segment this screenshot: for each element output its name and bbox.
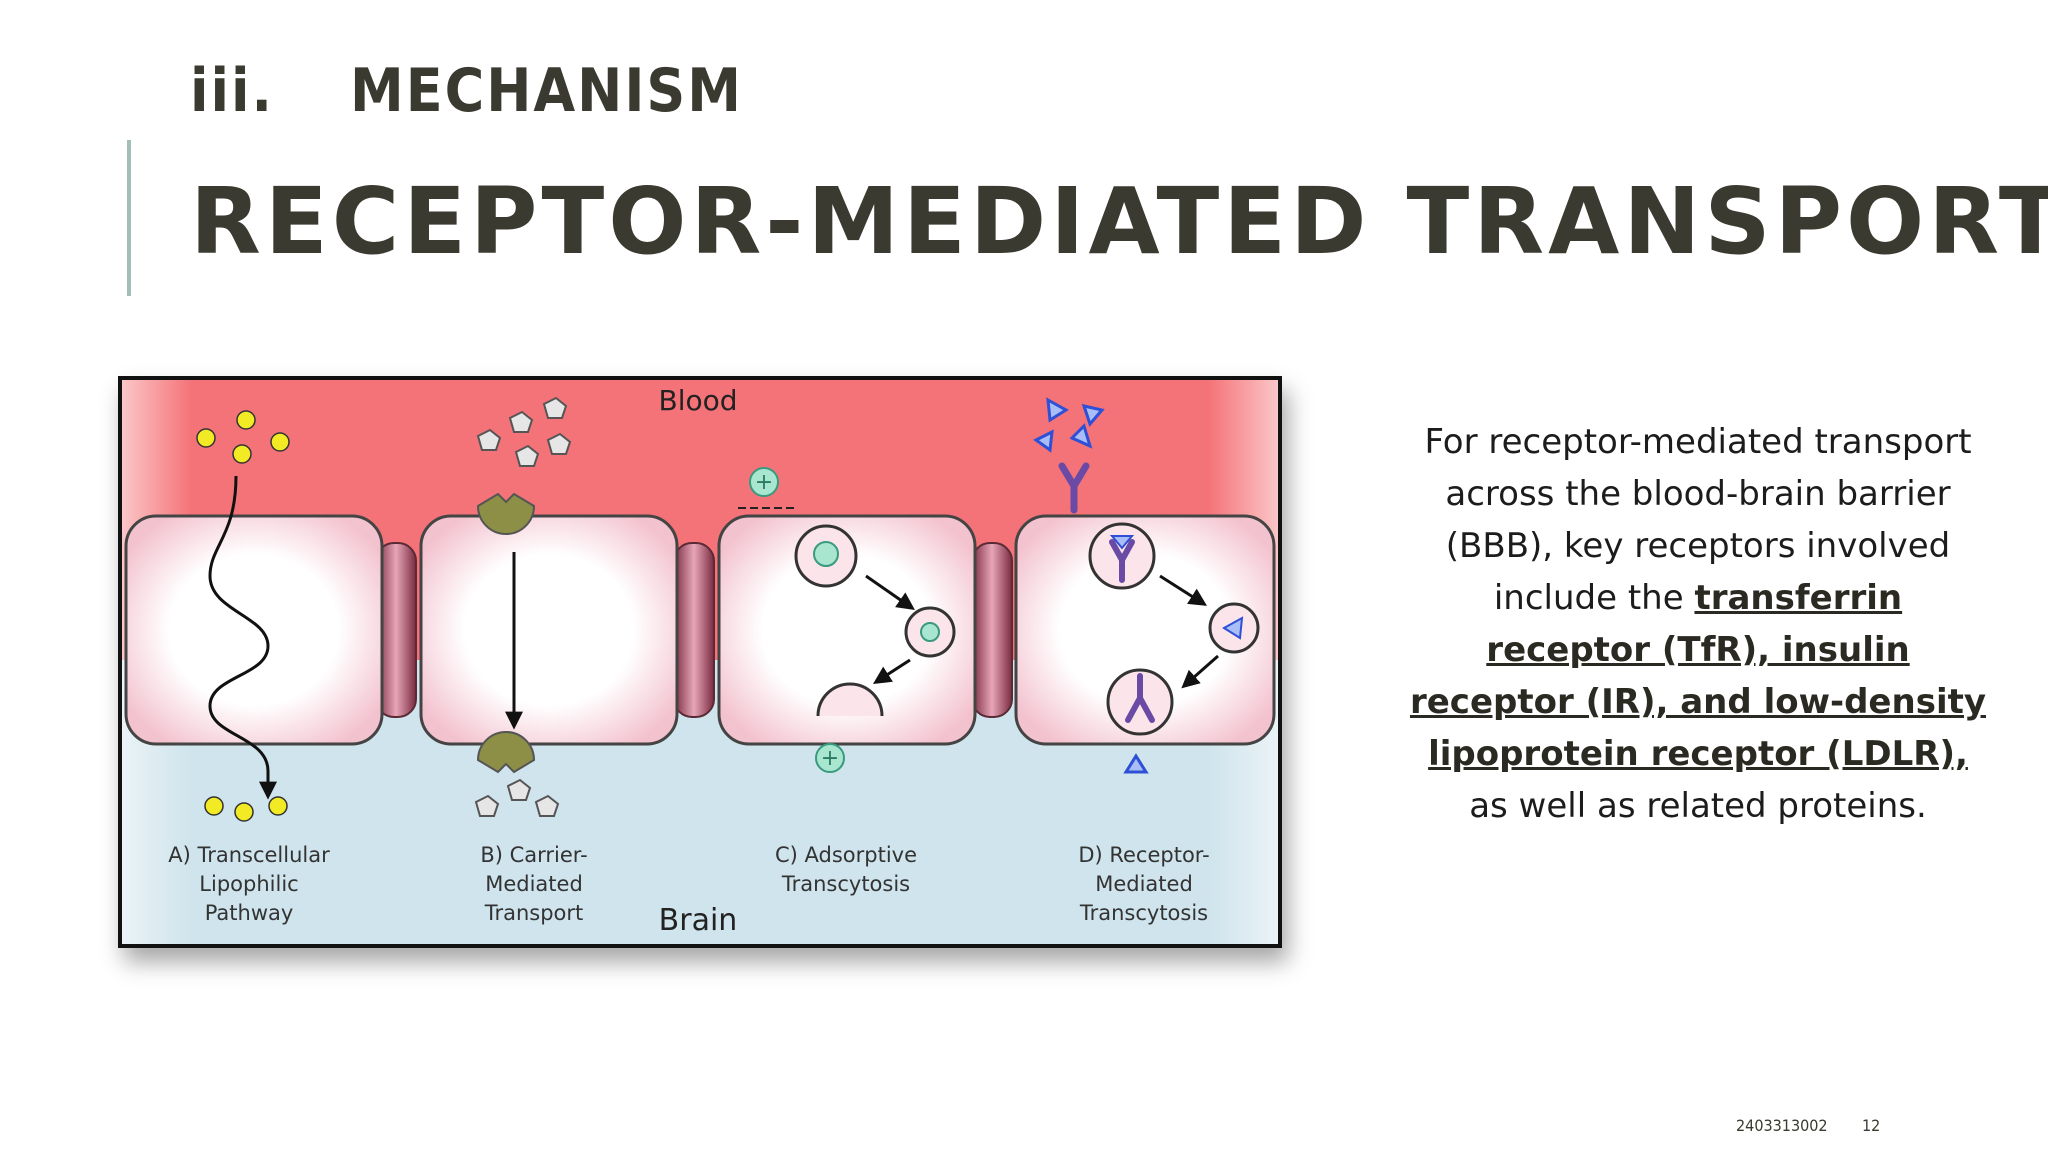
bound-ligand (1109, 535, 1135, 550)
panel-b-label-line2: Mediated (485, 872, 583, 896)
panel-b-label-line3: Transport (484, 901, 584, 925)
endothelial-cell-c (717, 514, 977, 746)
bbb-diagram: + + (118, 376, 1282, 948)
transcellular-path-arrow (208, 475, 277, 800)
endosome-ligand (1222, 616, 1244, 640)
panel-a-label-line2: Lipophilic (199, 872, 298, 896)
section-heading: iii. MECHANISM (190, 56, 743, 126)
endosome-arrow (1181, 654, 1219, 689)
accent-bar (127, 140, 131, 296)
vesicle-cation (813, 541, 839, 567)
bbb-transport-figure: + + (118, 376, 1282, 948)
panel-b-label-line1: B) Carrier- (480, 843, 587, 867)
section-number: iii. (190, 56, 274, 126)
receptors-link[interactable]: transferrin receptor (TfR), insulin rece… (1409, 578, 1987, 774)
endothelial-cell-d (1014, 514, 1276, 746)
body-outro: as well as related proteins. (1469, 786, 1927, 826)
carrier-substrates-brain (474, 778, 560, 817)
tight-junction (971, 542, 1013, 718)
carrier-protein-luminal (476, 492, 536, 535)
carrier-protein-abluminal (476, 731, 536, 774)
lipophilic-molecules-brain (204, 796, 288, 822)
svg-text:+: + (755, 470, 773, 495)
footer-id: 2403313002 (1736, 1116, 1828, 1135)
panel-d-label-line1: D) Receptor- (1078, 843, 1209, 867)
endothelial-cell-a (124, 514, 384, 746)
fusing-vesicle (816, 682, 884, 717)
cation-molecule-brain: + (815, 743, 845, 773)
receptor-abluminal (1125, 673, 1155, 723)
panel-labels: A) Transcellular Lipophilic Pathway B) C… (168, 843, 1209, 925)
tight-junction (673, 542, 715, 718)
vesicle-arrow (865, 574, 915, 611)
panel-c-label-line1: C) Adsorptive (775, 843, 917, 867)
receptor-luminal (1058, 462, 1090, 514)
ligands-blood (1033, 397, 1105, 453)
lipophilic-molecules-blood (196, 410, 290, 464)
slide-title: RECEPTOR-MEDIATED TRANSPORT (190, 168, 2048, 275)
vesicle-arrow (872, 658, 911, 684)
body-intro: For receptor-mediated transport across t… (1424, 422, 1972, 618)
carrier-substrates-blood (476, 396, 572, 467)
ligand-brain (1123, 753, 1149, 774)
page-number: 12 (1862, 1116, 1881, 1135)
panel-d-label-line2: Mediated (1095, 872, 1193, 896)
svg-text:+: + (821, 746, 839, 771)
blood-label: Blood (658, 384, 737, 417)
brain-label: Brain (659, 903, 738, 938)
figure-border (118, 376, 1282, 948)
endosome-arrow (1159, 574, 1208, 606)
receptor-in-endosome (1109, 539, 1135, 583)
panel-d-label-line3: Transcytosis (1079, 901, 1208, 925)
vesicle-cation (920, 622, 940, 642)
endothelial-cell-b (419, 514, 679, 746)
panel-a-label-line1: A) Transcellular (168, 843, 330, 867)
body-paragraph: For receptor-mediated transport across t… (1408, 416, 1988, 832)
cation-molecule-blood: + (749, 467, 779, 497)
section-label: MECHANISM (350, 56, 744, 126)
panel-c-label-line2: Transcytosis (781, 872, 910, 896)
panel-a-label-line3: Pathway (205, 901, 294, 925)
